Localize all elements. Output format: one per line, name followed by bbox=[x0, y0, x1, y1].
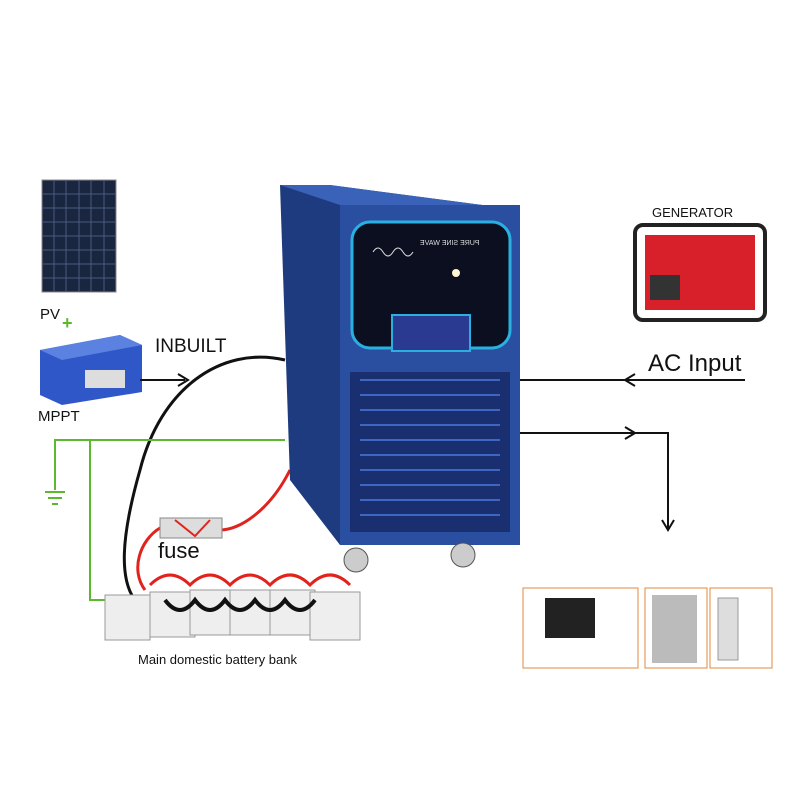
loads-image bbox=[522, 587, 773, 669]
plus-label: + bbox=[62, 313, 73, 333]
fuse-label: fuse bbox=[158, 538, 200, 563]
mppt-controller-image bbox=[40, 335, 142, 405]
inverter-panel-label: PURE SINE WAVE bbox=[420, 240, 480, 247]
ac-input-label: AC Input bbox=[648, 350, 742, 377]
wiring bbox=[45, 355, 745, 601]
inverter-image bbox=[280, 185, 520, 573]
generator-image bbox=[633, 223, 767, 322]
mppt-label: MPPT bbox=[38, 408, 80, 425]
solar-panel-image bbox=[41, 179, 117, 293]
battery-bank-label: Main domestic battery bank bbox=[138, 652, 297, 667]
generator-label: GENERATOR bbox=[652, 205, 734, 220]
pv-label: PV bbox=[40, 306, 61, 323]
battery-bank-image bbox=[104, 573, 361, 641]
fuse-image bbox=[159, 517, 223, 539]
inbuilt-label: INBUILT bbox=[155, 336, 227, 357]
